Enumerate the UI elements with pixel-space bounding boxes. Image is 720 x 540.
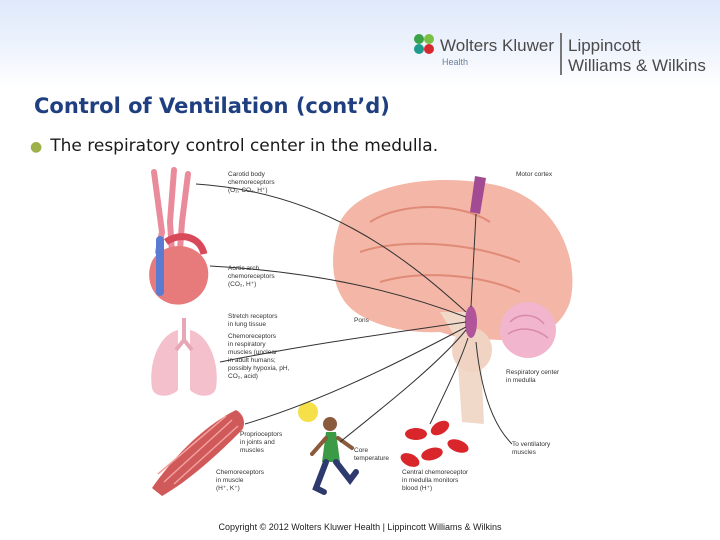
bullet-text: The respiratory control center in the me…: [50, 136, 439, 156]
heart-illustration: [149, 233, 209, 305]
bullet-dot-icon: ●: [30, 139, 43, 155]
red-blood-cells-illustration: [400, 420, 469, 467]
slide-header: Wolters Kluwer Health Lippincott William…: [0, 0, 720, 88]
label-vent-1: To ventilatory: [512, 441, 551, 448]
label-muscle-chemo-1: Chemoreceptors: [216, 469, 265, 476]
ventilation-control-diagram: Carotid body chemoreceptors (O₂, CO₂, H⁺…: [149, 167, 573, 496]
label-carotid-3: (O₂, CO₂, H⁺): [228, 187, 268, 194]
label-stretch-2: in lung tissue: [228, 321, 266, 328]
label-proprio-2: in joints and: [240, 439, 275, 446]
label-aortic-1: Aortic arch: [228, 265, 259, 272]
wolters-kluwer-logo-icon: [414, 34, 434, 54]
label-central-3: blood (H⁺): [402, 485, 432, 492]
label-carotid-1: Carotid body: [228, 171, 266, 178]
label-carotid-2: chemoreceptors: [228, 179, 275, 186]
label-core-2: temperature: [354, 455, 389, 462]
label-core-1: Core: [354, 447, 368, 454]
label-resp-center-1: Respiratory center: [506, 369, 560, 376]
label-motor-cortex: Motor cortex: [516, 171, 553, 178]
label-muscle-chemo-3: (H⁺, K⁺): [216, 485, 240, 492]
label-chemo-2: in respiratory: [228, 341, 266, 348]
label-aortic-2: chemoreceptors: [228, 273, 275, 280]
respiratory-center-region: [465, 306, 477, 338]
brand-name: Wolters Kluwer: [440, 36, 554, 55]
label-central-2: in medulla monitors: [402, 477, 459, 484]
label-chemo-5: possibly hypoxia, pH,: [228, 365, 290, 372]
lungs-illustration: [151, 318, 217, 396]
runner-illustration: [298, 402, 359, 495]
bullet-point: ● The respiratory control center in the m…: [30, 136, 438, 156]
label-chemo-1: Chemoreceptors: [228, 333, 277, 340]
publisher-line1: Lippincott: [568, 36, 641, 55]
signal-arrows: [195, 183, 513, 445]
label-central-1: Central chemoreceptor: [402, 469, 469, 476]
logo-divider: [560, 33, 562, 75]
brain-illustration: [333, 176, 573, 424]
label-resp-center-2: in medulla: [506, 377, 536, 384]
label-stretch-1: Stretch receptors: [228, 313, 278, 320]
label-aortic-3: (CO₂, H⁺): [228, 281, 256, 288]
label-chemo-6: CO₂, acid): [228, 373, 258, 380]
label-chemo-3: muscles (unclear: [228, 349, 278, 356]
sun-icon: [298, 402, 318, 422]
publisher-line2: Williams & Wilkins: [568, 56, 706, 75]
motor-cortex-region: [470, 176, 486, 214]
label-pons: Pons: [354, 317, 370, 324]
label-muscle-chemo-2: in muscle: [216, 477, 244, 484]
label-vent-2: muscles: [512, 449, 537, 456]
label-proprio-3: muscles: [240, 447, 265, 454]
label-chemo-4: in adult humans;: [228, 357, 276, 364]
muscle-illustration: [152, 410, 244, 496]
label-proprio-1: Proprioceptors: [240, 431, 283, 438]
slide-title: Control of Ventilation (cont’d): [34, 94, 390, 118]
copyright-footer: Copyright © 2012 Wolters Kluwer Health |…: [218, 522, 502, 532]
brand-subname: Health: [442, 57, 469, 67]
